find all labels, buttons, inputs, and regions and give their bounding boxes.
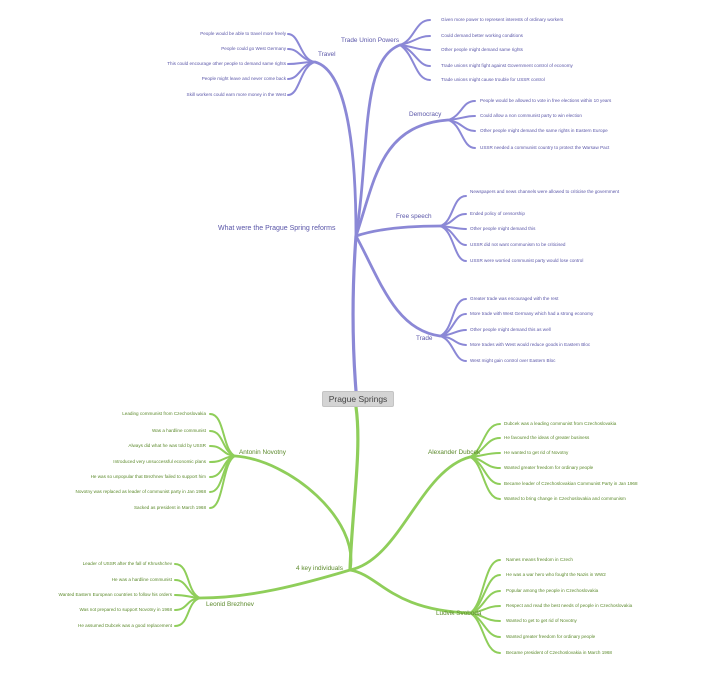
brezhnev-item: Leader of USSR after the fall of Khrushc… <box>82 561 172 566</box>
trade-union-item: Could demand better working conditions <box>441 33 523 38</box>
democracy-item: USSR needed a communist country to prote… <box>480 145 610 150</box>
democracy-item: People would be allowed to vote in free … <box>480 98 612 103</box>
free-speech-item: Ended policy of censorship <box>470 211 525 216</box>
brezhnev-item: He assumed Dubcek was a good replacement <box>78 623 172 628</box>
branch-ludvik-svoboda[interactable]: Ludvik Svoboda <box>436 610 482 617</box>
svoboda-item: Became president of Czechoslovakia in Ma… <box>506 650 612 655</box>
travel-item: People might leave and never come back <box>201 76 286 81</box>
branch-travel[interactable]: Travel <box>318 51 336 58</box>
link-individuals-svoboda <box>348 568 472 615</box>
svoboda-item: Wanted greater freedom for ordinary peop… <box>506 634 596 639</box>
link-reforms-trade-union <box>354 43 402 238</box>
svoboda-item: Popular among the people in Czechoslovak… <box>506 588 599 593</box>
trade-union-item: Trade unions might fight against Governm… <box>441 63 573 68</box>
trade-union-item: Given more power to represent interests … <box>441 17 564 22</box>
novotny-item: Leading communist from Czechoslovakia <box>122 411 206 416</box>
link-reforms-trade <box>354 234 442 338</box>
trade-item: Greater trade was encouraged with the re… <box>470 296 559 301</box>
free-speech-item: USSR were worried communist party would … <box>470 258 584 263</box>
democracy-item: Other people might demand the same right… <box>480 128 608 133</box>
svoboda-item: Names means freedom in Czech <box>506 557 573 562</box>
dubcek-item: Wanted to bring change in Czechoslovakia… <box>504 496 626 501</box>
individuals-topic[interactable]: 4 key individuals <box>296 565 343 572</box>
svoboda-item: Wanted to get to get rid of Novotny <box>506 618 577 623</box>
branch-free-speech[interactable]: Free speech <box>396 213 432 220</box>
brezhnev-item: Was not prepared to support Novotny in 1… <box>79 607 172 612</box>
free-speech-item: USSR did not want communism to be critic… <box>470 242 566 247</box>
brezhnev-item: Wanted Eastern European countries to fol… <box>58 592 172 597</box>
branch-antonin-novotny[interactable]: Antonin Novotny <box>239 449 286 456</box>
link-reforms-travel <box>313 60 358 238</box>
trade-item: Other people might demand this as well <box>470 327 551 332</box>
trade-union-item: Other people might demand same rights <box>441 47 523 52</box>
dubcek-item: Became leader of Czechoslovakian Communi… <box>504 481 638 486</box>
free-speech-item: Newspapers and news channels were allowe… <box>470 189 620 194</box>
free-speech-item: Other people might demand this <box>470 226 536 231</box>
reforms-topic[interactable]: What were the Prague Spring reforms <box>218 225 336 232</box>
democracy-item: Could allow a non communist party to win… <box>480 113 582 118</box>
novotny-item: Always did what he was told by USSR <box>128 443 206 448</box>
link-reforms-free-speech <box>354 224 442 238</box>
trade-item: More trade with West Germany which had a… <box>470 311 594 316</box>
novotny-item: Introduced very unsuccessful economic pl… <box>113 459 206 464</box>
dubcek-item: He wanted to get rid of Novotny <box>504 450 569 455</box>
novotny-item: Was a hardline communist <box>152 428 206 433</box>
svoboda-item: He was a war hero who fought the Nazis i… <box>506 572 606 577</box>
travel-item: People would be able to travel more free… <box>200 31 286 36</box>
dubcek-item: Wanted greater freedom for ordinary peop… <box>504 465 594 470</box>
link-reforms-democracy <box>354 118 450 238</box>
link-individuals-dubcek <box>348 455 472 572</box>
novotny-item: Novotny was replaced as leader of commun… <box>75 489 206 494</box>
svoboda-item: Respect and read the best needs of peopl… <box>506 603 633 608</box>
link-root-individuals <box>348 405 360 572</box>
travel-item: Skill workers could earn more money in t… <box>186 92 287 97</box>
branch-leonid-brezhnev[interactable]: Leonid Brezhnev <box>206 601 254 608</box>
novotny-item: He was so unpopular that Brezhnev failed… <box>90 474 206 479</box>
brezhnev-item: He was a hardline communist <box>111 577 172 582</box>
travel-item: This could encourage other people to dem… <box>167 61 286 66</box>
root-node[interactable]: Prague Springs <box>322 391 394 407</box>
travel-item: People could go West Germany <box>221 46 286 51</box>
branch-trade-union-powers[interactable]: Trade Union Powers <box>341 37 400 44</box>
branch-trade[interactable]: Trade <box>416 335 433 342</box>
trade-union-item: Trade unions might cause trouble for USS… <box>441 77 545 82</box>
link-root-reforms <box>351 234 358 393</box>
dubcek-item: Dubcek was a leading communist from Czec… <box>504 421 617 426</box>
link-individuals-novotny <box>233 454 353 572</box>
link-individuals-brezhnev <box>198 568 352 600</box>
novotny-item: Sacked as president in March 1968 <box>133 505 206 510</box>
branch-democracy[interactable]: Democracy <box>409 111 442 118</box>
dubcek-item: He favoured the ideas of greater busines… <box>504 435 590 440</box>
branch-alexander-dubcek[interactable]: Alexander Dubcek <box>428 449 481 456</box>
trade-item: More trades with West would reduce goods… <box>470 342 591 347</box>
trade-item: West might gain control over Eastern Blo… <box>470 358 556 363</box>
